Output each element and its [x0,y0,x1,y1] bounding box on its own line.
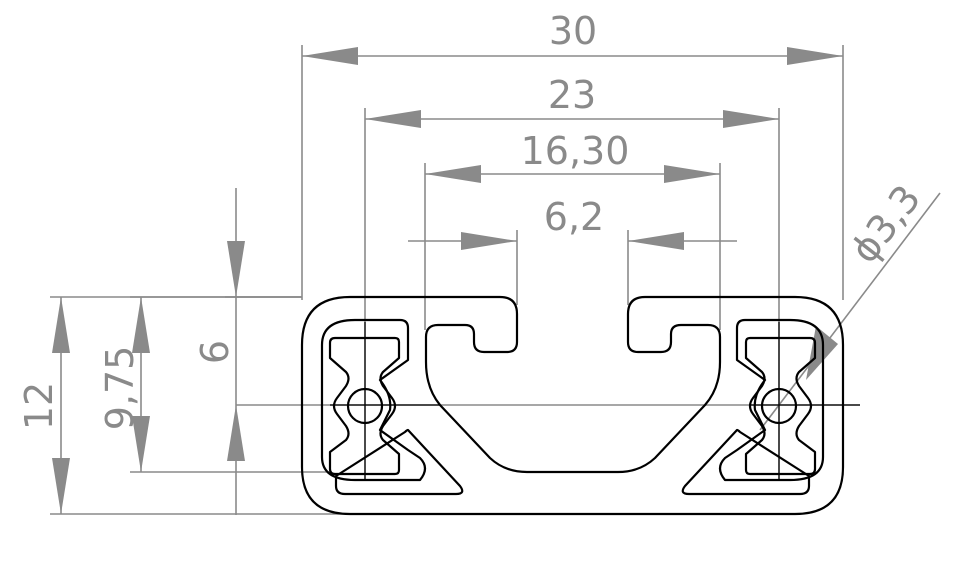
dim-label-slot-center-width: 23 [548,73,596,117]
dim-label-slot-opening: 6,2 [544,195,604,239]
dim-label-overall-height: 12 [17,382,61,430]
dimension-inner-width: 16,30 [424,129,721,330]
dim-label-inner-width: 16,30 [521,129,630,173]
dimension-height-inner: 9,75 [98,296,330,473]
dim-label-overall-width: 30 [549,9,597,53]
dimension-slot-opening: 6,2 [408,195,737,305]
right-channel [744,336,817,476]
dimension-overall-width: 30 [301,9,844,300]
center-lines [330,322,860,480]
dim-label-height-inner: 9,75 [98,346,142,431]
dim-label-half-height: 6 [193,340,237,364]
left-center-hole [346,387,384,425]
dimension-overall-height: 12 [17,296,350,515]
profile-outer-contour [300,295,845,516]
right-center-hole [760,387,798,425]
left-lower-cavity [334,428,464,496]
right-lower-cavity [681,428,811,496]
profile-inner-contour-right [718,318,825,482]
profile-inner-contour [320,318,427,482]
profile-cross-section [300,295,845,516]
dimension-half-height: 6 [193,188,860,515]
left-channel [328,336,401,476]
